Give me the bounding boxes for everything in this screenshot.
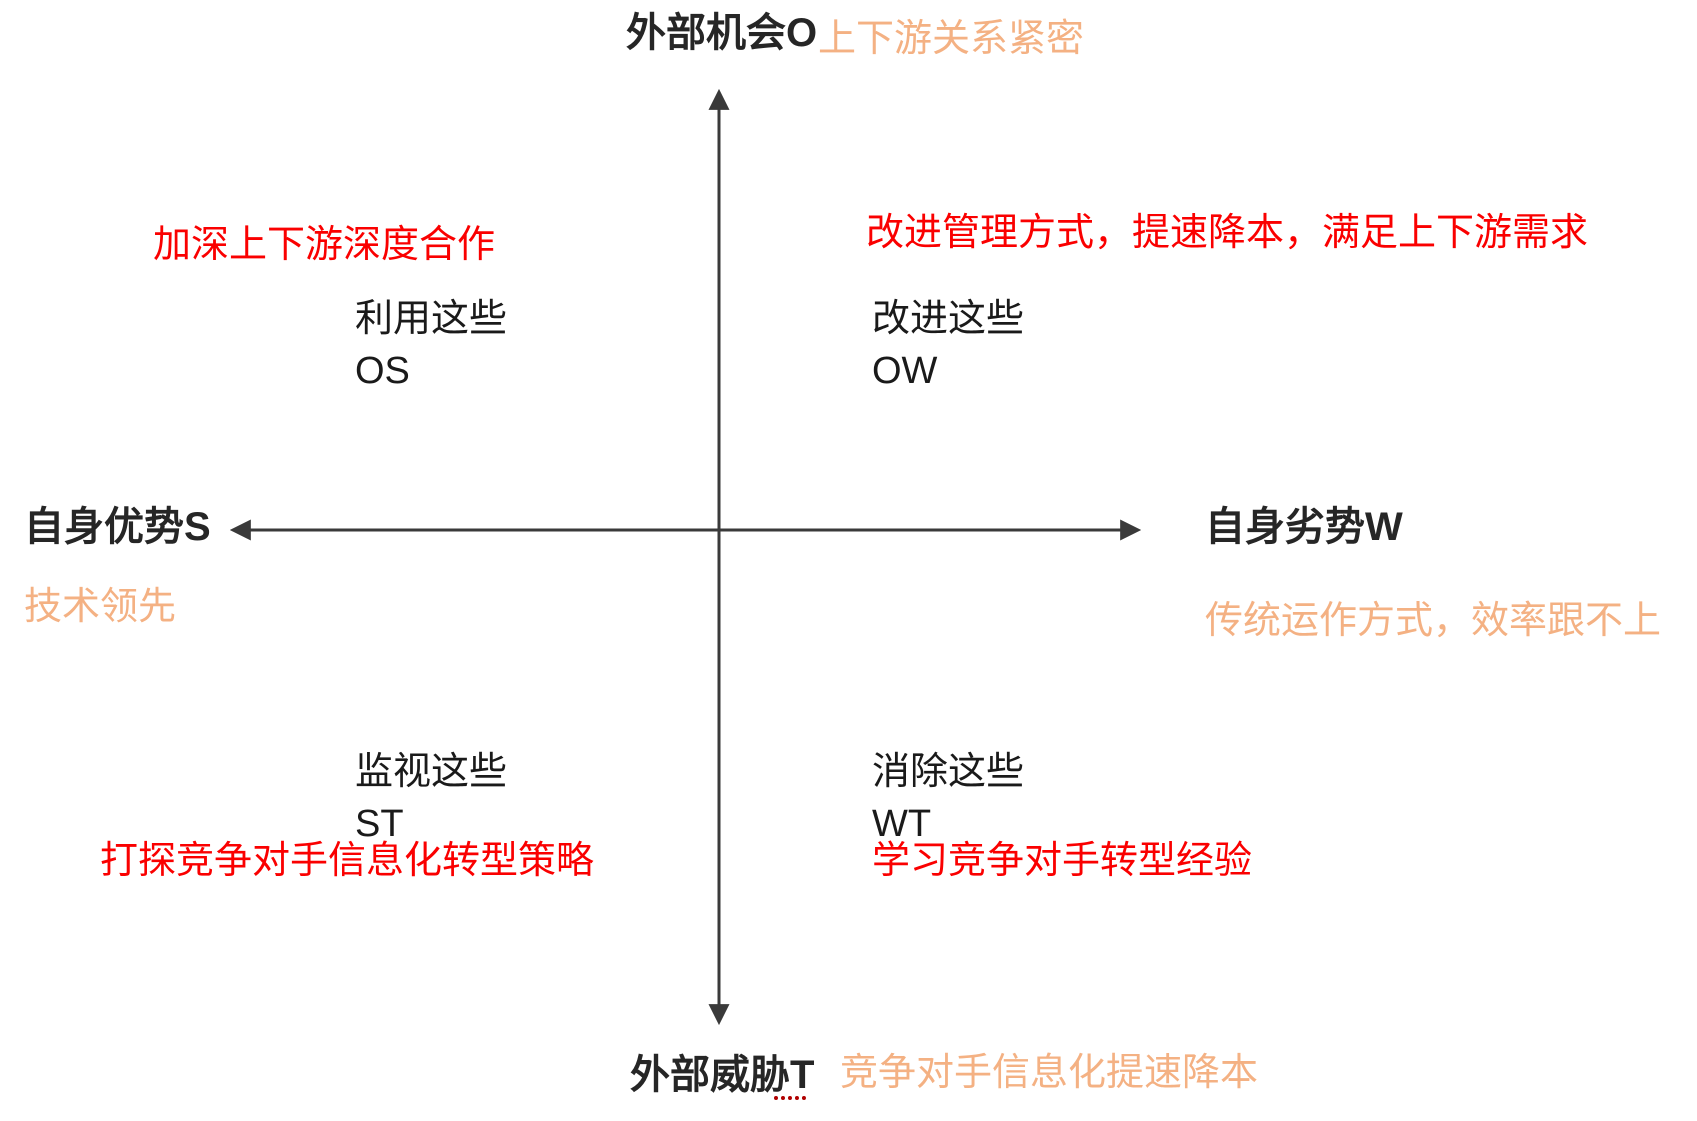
note-opportunities: 上下游关系紧密 <box>818 18 1085 60</box>
action-os: 利用这些 OS <box>355 293 507 397</box>
action-ow-line1: 改进这些 <box>872 298 1025 340</box>
action-st-line1: 监视这些 <box>355 751 508 793</box>
axis-label-threats: 外部威胁T <box>630 1053 815 1097</box>
action-wt-line1: 消除这些 <box>872 751 1025 793</box>
axis-label-weaknesses: 自身劣势W <box>1205 505 1403 549</box>
strategy-os: 加深上下游深度合作 <box>153 224 496 266</box>
axis-label-strengths: 自身优势S <box>24 505 211 549</box>
action-ow-line2: OW <box>872 350 938 392</box>
action-wt-line2: WT <box>872 803 932 845</box>
action-st-line2: ST <box>355 803 404 845</box>
action-st: 监视这些 ST <box>355 746 507 850</box>
strategy-wt: 学习竞争对手转型经验 <box>872 840 1253 882</box>
action-os-line1: 利用这些 <box>355 298 508 340</box>
note-weaknesses: 传统运作方式，效率跟不上 <box>1205 600 1662 642</box>
strategy-ow: 改进管理方式，提速降本，满足上下游需求 <box>866 212 1589 254</box>
axis-label-opportunities: 外部机会O <box>626 11 818 55</box>
note-threats: 竞争对手信息化提速降本 <box>840 1052 1259 1094</box>
action-os-line2: OS <box>355 350 410 392</box>
action-wt: 消除这些 WT <box>872 746 1024 850</box>
note-strengths: 技术领先 <box>24 586 177 628</box>
strategy-st: 打探竞争对手信息化转型策略 <box>100 840 595 882</box>
spellcheck-underline <box>774 1078 806 1100</box>
action-ow: 改进这些 OW <box>872 293 1024 397</box>
